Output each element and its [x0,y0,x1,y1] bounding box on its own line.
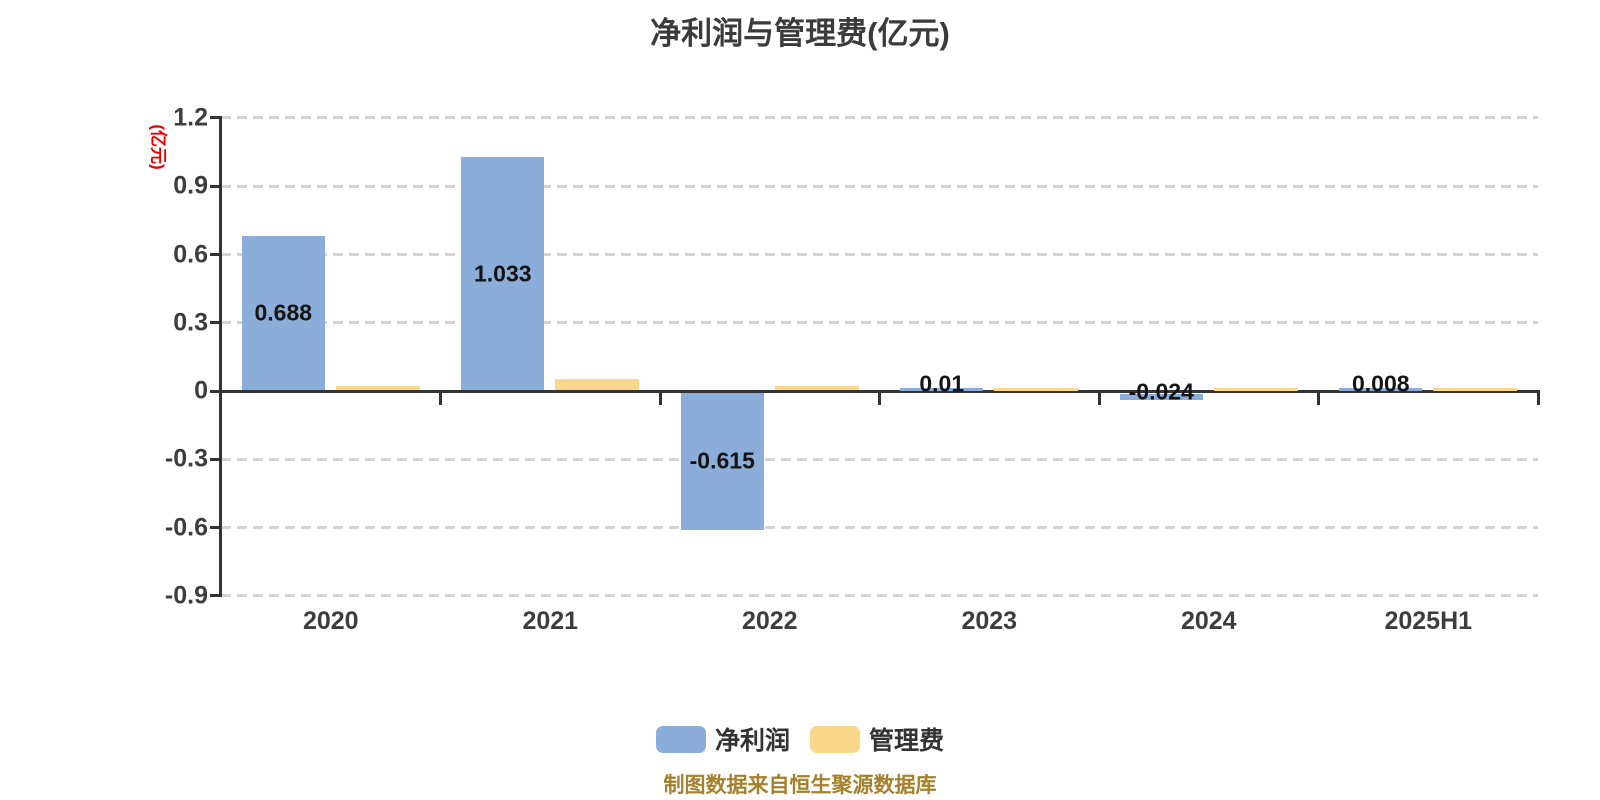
x-tick [439,392,442,405]
y-tick-label: 1.2 [173,103,208,132]
x-tick-label: 2022 [741,607,798,635]
gridline [221,184,1538,188]
x-tick-label: 2023 [961,607,1018,635]
y-tick-label: 0.9 [173,171,208,200]
mgmt-fee-bar [335,385,420,393]
gridline [221,457,1538,461]
bar-value-label: 1.033 [473,260,532,287]
y-tick [210,457,221,461]
data-source-caption: 制图数据来自恒生聚源数据库 [663,774,937,797]
mgmt-fee-legend-label: 管理费 [869,727,945,755]
net-profit-bar [680,390,764,531]
y-tick-label: -0.6 [164,513,208,542]
mgmt-fee-bar [774,386,859,393]
mgmt-fee-swatch [810,725,860,753]
mgmt-fee-bar [994,388,1079,391]
y-tick [210,389,221,393]
x-axis [219,389,1540,393]
net-profit-swatch [655,725,706,753]
mgmt-fee-bar [1433,388,1518,391]
y-tick [210,526,221,530]
bar-value-label: 0.688 [254,299,313,326]
gridline [221,594,1538,598]
gridline [221,253,1538,257]
net-profit-bar [900,388,984,391]
y-tick-label: -0.3 [164,444,208,473]
y-tick [210,594,221,598]
net-profit-bar [1119,394,1203,400]
x-tick-label: 2024 [1180,607,1237,635]
gridline [221,321,1538,325]
y-tick-label: -0.9 [164,581,208,610]
chart-title: 净利润与管理费(亿元) [650,16,950,51]
mgmt-fee-bar [555,378,640,393]
gridline [221,116,1538,120]
x-tick [1536,392,1540,405]
y-axis [219,116,222,598]
y-tick [210,253,221,257]
y-tick [210,321,221,325]
bar-value-label: -0.024 [1128,378,1194,405]
x-tick [1317,392,1320,405]
bar-value-label: -0.615 [689,447,755,474]
bar-value-label: 0.01 [919,370,965,397]
x-tick [658,392,662,405]
net-profit-legend-label: 净利润 [714,727,790,755]
legend-item-net-profit: 净利润 [655,721,790,757]
y-tick [210,116,221,120]
y-tick-label: 0.3 [173,308,208,337]
x-tick-label: 2020 [302,607,359,635]
legend-item-mgmt-fee: 管理费 [810,721,944,757]
net-profit-bar [1339,388,1423,391]
x-tick-label: 2025H1 [1384,607,1473,635]
legend: 净利润 管理费 [0,721,1600,757]
x-tick-label: 2021 [522,607,579,635]
net-profit-bar [241,236,325,393]
y-tick-label: 0.6 [173,240,208,269]
x-tick [1097,392,1101,405]
y-tick [210,184,221,188]
x-tick [878,392,881,405]
gridline [221,526,1538,530]
net-profit-bar [461,157,545,393]
mgmt-fee-bar [1213,388,1298,391]
y-tick-label: 0 [194,376,208,405]
bar-value-label: 0.008 [1351,370,1410,397]
